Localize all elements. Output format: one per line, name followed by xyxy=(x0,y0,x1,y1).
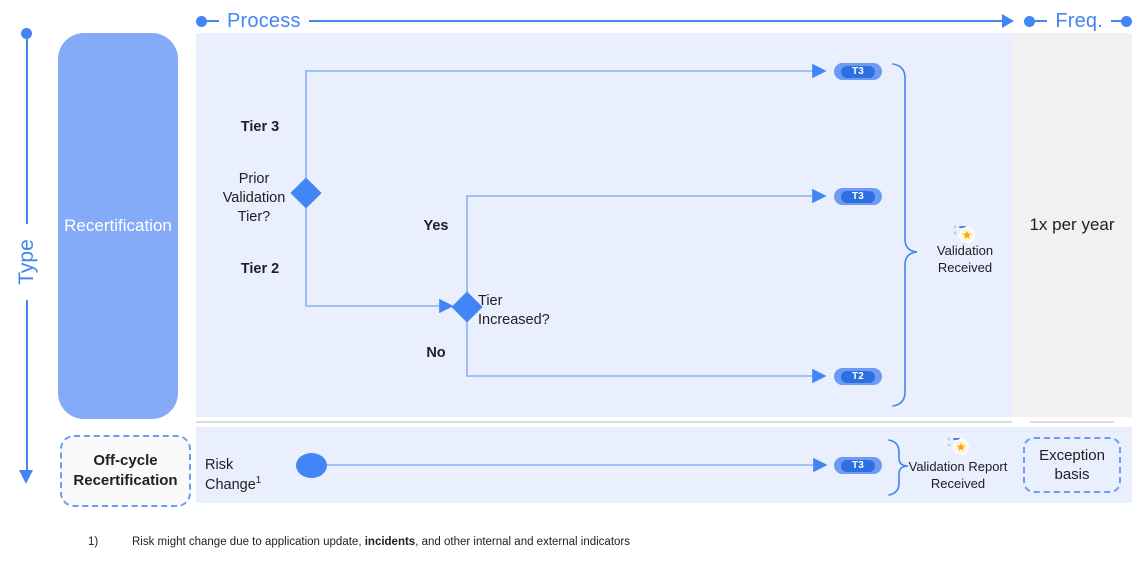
outcome-badge-t3-off-cycle-label: T3 xyxy=(841,459,875,472)
type-card-recertification[interactable]: Recertification xyxy=(58,33,178,419)
start-node-risk-change[interactable] xyxy=(296,453,327,478)
outcome-badge-t3-middle-label: T3 xyxy=(841,190,875,203)
branch-label-tier3: Tier 3 xyxy=(240,119,280,135)
outcome-badge-t3-off-cycle[interactable]: T3 xyxy=(834,457,882,474)
start-risk-change-text: Risk Change xyxy=(205,457,256,493)
branch-label-no: No xyxy=(426,345,446,361)
start-risk-change-footnote-marker: 1 xyxy=(255,474,262,486)
freq-value-off-cycle: Exception basis xyxy=(1039,446,1105,484)
decision-tier-increased-label: Tier Increased? xyxy=(478,293,550,328)
outcome-badge-t3-top[interactable]: T3 xyxy=(834,63,882,80)
freq-axis-start-dot xyxy=(1024,15,1036,27)
validation-received-icon xyxy=(944,218,984,248)
type-card-off-cycle-label: Off-cycle Recertification xyxy=(73,451,178,489)
process-axis-line xyxy=(308,20,1003,22)
freq-axis-stub-left xyxy=(1035,20,1048,22)
process-axis-arrow-icon xyxy=(1002,14,1015,28)
freq-panel-divider xyxy=(1030,421,1114,423)
footnote-text-bold: incidents xyxy=(364,536,416,548)
type-card-off-cycle-recertification[interactable]: Off-cycle Recertification xyxy=(60,435,191,507)
freq-value-recertification: 1x per year xyxy=(1029,214,1115,234)
footnote-text-after: , and other internal and external indica… xyxy=(415,536,631,548)
freq-axis-stub-right xyxy=(1111,20,1121,22)
footnote-text-before: Risk might change due to application upd… xyxy=(132,536,365,548)
validation-report-received-caption: Validation Report Received xyxy=(908,459,1008,491)
freq-axis-end-dot xyxy=(1121,15,1132,27)
outcome-badge-t2[interactable]: T2 xyxy=(834,368,882,385)
footnote-number: 1) xyxy=(88,536,99,548)
outcome-badge-t3-middle[interactable]: T3 xyxy=(834,188,882,205)
footnote-text: Risk might change due to application upd… xyxy=(132,536,1088,548)
type-axis: Type xyxy=(14,28,40,490)
outcome-badge-t3-top-label: T3 xyxy=(841,65,875,78)
freq-panel-recertification: 1x per year xyxy=(1012,33,1132,417)
type-axis-start-dot xyxy=(21,28,32,39)
type-axis-line-top xyxy=(25,38,28,224)
exception-basis-box[interactable]: Exception basis xyxy=(1023,437,1121,493)
freq-panel-off-cycle: Exception basis xyxy=(1012,427,1132,503)
footnote: 1) Risk might change due to application … xyxy=(88,536,1088,548)
freq-axis-label: Freq. xyxy=(1055,9,1103,32)
type-axis-arrow-icon xyxy=(19,470,33,484)
branch-label-tier2: Tier 2 xyxy=(240,261,280,277)
process-panel-divider xyxy=(196,421,1012,423)
validation-report-received-icon xyxy=(938,430,978,460)
start-risk-change-label: Risk Change1 xyxy=(205,456,291,495)
process-axis-start-dot xyxy=(196,15,207,27)
type-card-recertification-label: Recertification xyxy=(64,216,172,235)
process-axis-stub xyxy=(207,20,219,22)
top-axis: Process Freq. xyxy=(196,10,1132,32)
type-axis-line-bottom xyxy=(25,300,28,472)
validation-received-caption: Validation Received xyxy=(936,243,994,275)
type-axis-label: Type xyxy=(15,239,38,285)
decision-prior-validation-tier-label: Prior Validation Tier? xyxy=(222,171,286,225)
process-panel-recertification xyxy=(196,33,1012,417)
branch-label-yes: Yes xyxy=(423,218,449,234)
outcome-badge-t2-label: T2 xyxy=(841,370,875,383)
process-axis-label: Process xyxy=(227,9,301,32)
